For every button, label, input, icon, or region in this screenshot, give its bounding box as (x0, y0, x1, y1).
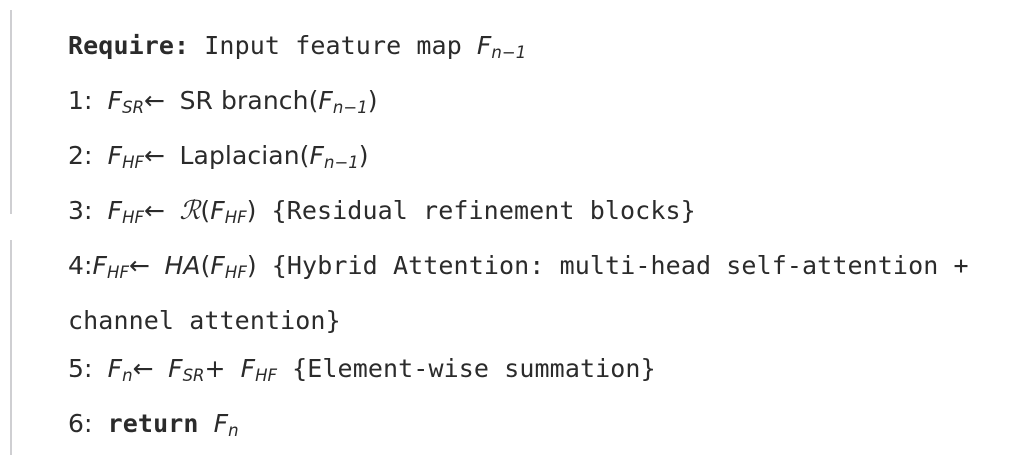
step-6-return-keyword: return (107, 408, 199, 438)
step-4-comment: {Hybrid Attention: multi-head self-atten… (68, 250, 969, 335)
step-4-argument: FHF (210, 250, 247, 282)
step-3-argument-base: F (210, 195, 225, 225)
step-1-assign-arrow: ← (144, 85, 165, 115)
require-text: Input feature map (204, 31, 462, 60)
algorithm-step-6: 6: return Fn (68, 400, 1013, 455)
step-5-assign-arrow: ← (132, 353, 154, 383)
step-5-rhs-second-base: F (240, 353, 256, 383)
step-5-rhs-first-base: F (168, 353, 183, 383)
step-3-lhs: FHF (107, 195, 144, 227)
step-5-number: 5 (68, 353, 85, 383)
step-4-call-name: HA (164, 250, 201, 280)
step-2-argument-subscript: n−1 (324, 152, 359, 172)
step-4-argument-subscript: HF (224, 262, 247, 282)
step-4-colon: : (84, 250, 93, 280)
step-2-call-name: Laplacian (179, 140, 300, 170)
step-5-lhs: Fn (107, 353, 133, 385)
step-2-lhs-base: F (107, 140, 123, 170)
step-6-return-value-subscript: n (228, 420, 239, 440)
step-4-assign-arrow: ← (128, 250, 150, 280)
left-vertical-rule-upper (10, 10, 12, 214)
step-3-open-paren: ( (200, 195, 211, 225)
step-1-colon: : (84, 85, 93, 115)
algorithm-lines: Require: Input feature map Fn−1 1: FSR← … (68, 22, 1013, 455)
algorithm-step-1: 1: FSR← SR branch(Fn−1) (68, 77, 1013, 132)
step-3-assign-arrow: ← (144, 195, 165, 225)
step-1-lhs-subscript: SR (122, 97, 145, 117)
step-3-close-paren: ) (246, 195, 257, 225)
step-5-rhs-first-subscript: SR (182, 365, 205, 385)
step-2-argument: Fn−1 (309, 140, 359, 172)
step-3-colon: : (84, 195, 93, 225)
step-3-lhs-base: F (107, 195, 123, 225)
step-5-plus-operator: + (204, 353, 226, 383)
step-1-argument-subscript: n−1 (332, 97, 368, 117)
step-3-comment: {Residual refinement blocks} (271, 195, 696, 225)
step-3-number: 3 (68, 195, 85, 225)
step-6-return-value: Fn (213, 408, 239, 440)
require-variable-subscript: n−1 (491, 42, 527, 62)
step-3-argument-subscript: HF (224, 207, 247, 227)
step-5-lhs-base: F (107, 353, 123, 383)
algorithm-step-5: 5: Fn← FSR+ FHF {Element-wise summation} (68, 345, 1013, 400)
step-1-argument: Fn−1 (318, 85, 368, 117)
step-5-lhs-subscript: n (122, 365, 133, 385)
step-6-number: 6 (68, 408, 85, 438)
step-5-comment: {Element-wise summation} (292, 353, 656, 383)
algorithm-step-2: 2: FHF← Laplacian(Fn−1) (68, 132, 1013, 187)
step-5-colon: : (84, 353, 93, 383)
step-4-lhs: FHF (92, 250, 129, 282)
step-1-call-name: SR branch (179, 85, 309, 115)
step-1-open-paren: ( (308, 85, 319, 115)
step-2-number: 2 (68, 140, 85, 170)
step-4-open-paren: ( (200, 250, 211, 280)
algorithm-step-4: 4:FHF← HA(FHF) {Hybrid Attention: multi-… (68, 242, 1013, 345)
step-1-lhs-base: F (107, 85, 123, 115)
step-2-open-paren: ( (299, 140, 310, 170)
left-vertical-rule-lower (10, 240, 12, 455)
step-4-close-paren: ) (246, 250, 257, 280)
step-6-colon: : (84, 408, 93, 438)
step-2-lhs-subscript: HF (122, 152, 144, 172)
step-4-number: 4 (68, 250, 85, 280)
step-3-call-name: ℛ (179, 195, 201, 226)
algorithm-step-3: 3: FHF← ℛ(FHF) {Residual refinement bloc… (68, 187, 1013, 242)
step-5-rhs-second-subscript: HF (255, 365, 278, 385)
step-2-close-paren: ) (358, 140, 369, 170)
step-5-rhs-first: FSR (168, 353, 205, 385)
step-5-rhs-second: FHF (240, 353, 278, 385)
step-4-lhs-base: F (92, 250, 108, 280)
step-3-argument: FHF (210, 195, 247, 227)
step-4-lhs-subscript: HF (107, 262, 129, 282)
require-variable-base: F (476, 31, 492, 60)
step-4-argument-base: F (210, 250, 225, 280)
step-2-colon: : (84, 140, 93, 170)
step-1-number: 1 (68, 85, 85, 115)
step-1-lhs: FSR (107, 85, 145, 117)
step-2-lhs: FHF (107, 140, 144, 172)
require-variable: Fn−1 (476, 31, 527, 62)
step-6-return-value-base: F (213, 408, 229, 438)
algorithm-require-line: Require: Input feature map Fn−1 (68, 22, 1013, 77)
step-2-argument-base: F (309, 140, 324, 170)
step-2-assign-arrow: ← (144, 140, 165, 170)
step-1-close-paren: ) (367, 85, 378, 115)
step-1-argument-base: F (318, 85, 333, 115)
step-3-lhs-subscript: HF (122, 207, 144, 227)
require-keyword: Require: (68, 31, 190, 60)
